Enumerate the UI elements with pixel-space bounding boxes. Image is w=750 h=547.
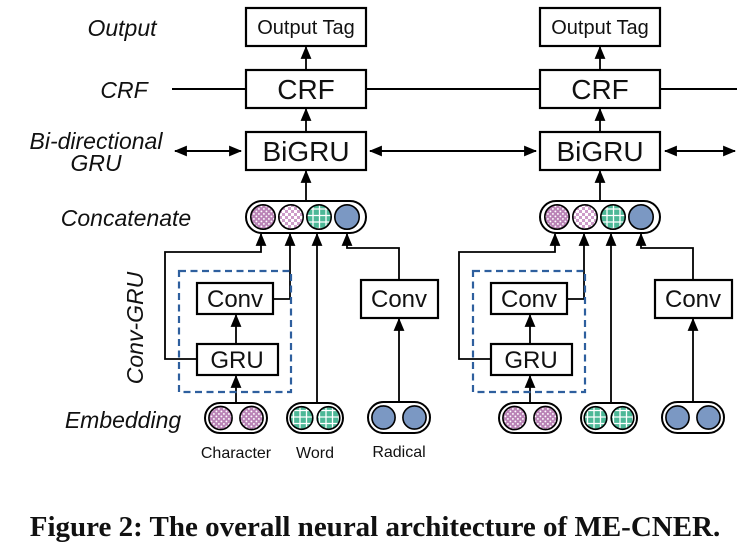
radical-conv-box-label: Conv	[665, 286, 721, 313]
gru-to-concat-wire	[458, 232, 561, 360]
column-right: Output Tag CRF BiGRU Conv GRU Conv	[458, 6, 734, 434]
word-embedding-label: Word	[296, 445, 334, 462]
conv-box-label: Conv	[207, 286, 263, 313]
output-tag-box	[538, 6, 662, 48]
radical-embedding-circle	[371, 405, 396, 430]
word-embedding-circle	[289, 405, 314, 431]
row-label-output: Output	[87, 15, 158, 41]
word-embedding-circle	[583, 405, 608, 431]
conv-gru-dashed-box	[177, 269, 293, 394]
concat-capsule	[245, 200, 367, 234]
column-left: Output Tag CRF BiGRU Conv GRU Conv Chara…	[164, 6, 440, 462]
gru-box	[195, 342, 280, 377]
figure-caption: Figure 2: The overall neural architectur…	[30, 511, 721, 543]
output-tag-box-label: Output Tag	[551, 17, 648, 39]
concat-circle-char-conv	[571, 204, 598, 231]
crf-box	[538, 68, 662, 110]
radical-embedding-circle	[665, 405, 690, 430]
bigru-box	[244, 130, 368, 172]
concat-circle-word	[599, 204, 626, 231]
character-embedding-circle	[533, 405, 558, 431]
word-embedding-circle	[316, 405, 341, 431]
conv-box	[195, 281, 275, 316]
row-label-embedding: Embedding	[65, 407, 182, 433]
conv-to-concat-wire	[567, 232, 590, 300]
crf-box-label: CRF	[571, 74, 629, 105]
row-label-concatenate: Concatenate	[61, 205, 191, 231]
character-embedding-label: Character	[201, 445, 272, 462]
conv-box-label: Conv	[501, 286, 557, 313]
radical-embedding-label: Radical	[372, 444, 425, 461]
output-tag-box-label: Output Tag	[257, 17, 354, 39]
radical-conv-box-label: Conv	[371, 286, 427, 313]
gru-box-label: GRU	[504, 347, 557, 374]
output-tag-box	[244, 6, 368, 48]
bigru-box	[538, 130, 662, 172]
bigru-box-label: BiGRU	[262, 136, 349, 167]
concat-circle-radical	[627, 204, 654, 231]
character-embedding-circle	[208, 405, 233, 431]
row-label-crf: CRF	[100, 77, 149, 103]
gru-to-concat-wire	[164, 232, 267, 360]
row-label-bidirectional-line2: GRU	[70, 150, 122, 176]
radical-embedding-circle	[402, 405, 427, 430]
conv-to-concat-wire	[273, 232, 296, 300]
gru-box-label: GRU	[210, 347, 263, 374]
character-embedding-circle	[239, 405, 264, 431]
conv-box	[489, 281, 569, 316]
word-embedding-circle	[610, 405, 635, 431]
crf-box-label: CRF	[277, 74, 335, 105]
character-embedding-circle	[502, 405, 527, 431]
concat-circle-char-conv	[277, 204, 304, 231]
bigru-box-label: BiGRU	[556, 136, 643, 167]
row-label-bidirectional-line1: Bi-directional	[30, 128, 164, 154]
radical-conv-to-concat-wire	[635, 232, 694, 280]
radical-conv-box	[359, 278, 440, 320]
concat-circle-char-gru	[250, 204, 277, 231]
gru-box	[489, 342, 574, 377]
radical-embedding-circle	[696, 405, 721, 430]
radical-conv-box	[653, 278, 734, 320]
crf-box	[244, 68, 368, 110]
concat-capsule	[539, 200, 661, 234]
concat-circle-char-gru	[544, 204, 571, 231]
concat-circle-word	[305, 204, 332, 231]
conv-gru-dashed-box	[471, 269, 587, 394]
concat-circle-radical	[333, 204, 360, 231]
row-label-conv-gru: Conv-GRU	[122, 271, 148, 384]
radical-conv-to-concat-wire	[341, 232, 400, 280]
